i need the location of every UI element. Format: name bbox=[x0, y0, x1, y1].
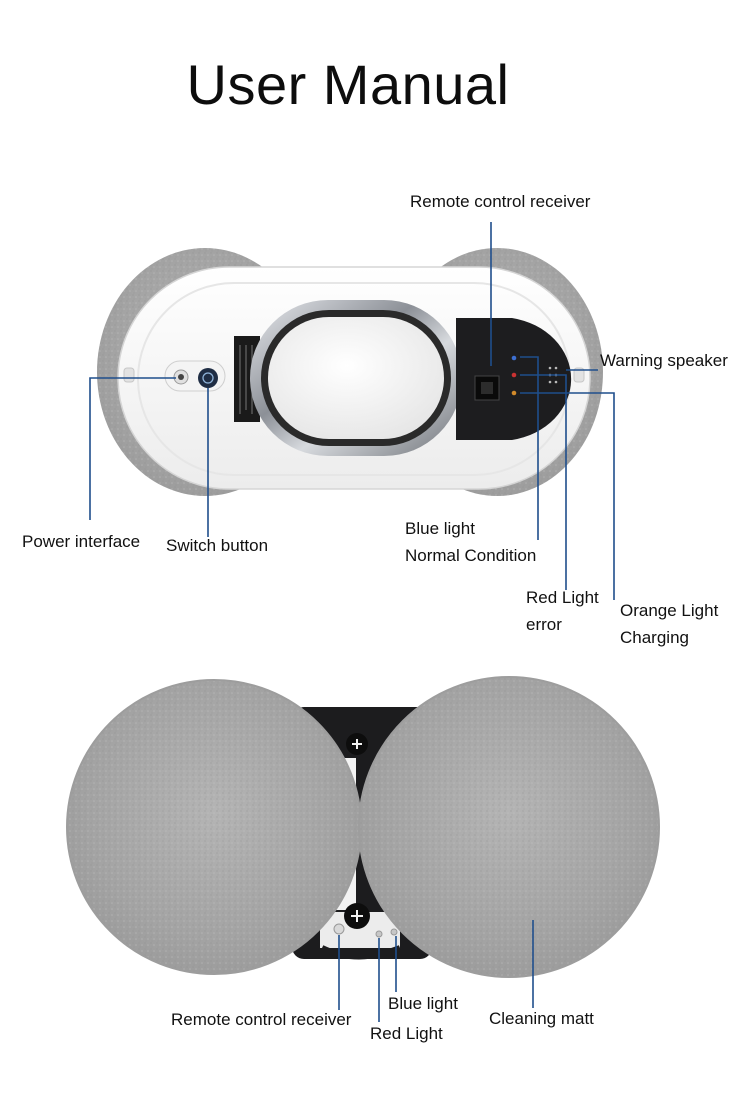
sensor-panel bbox=[456, 318, 572, 440]
label-blue-light-top: Blue light Normal Condition bbox=[405, 515, 536, 569]
label-remote-control-receiver-top: Remote control receiver bbox=[410, 192, 591, 211]
switch-button bbox=[198, 368, 218, 388]
label-cleaning-matt: Cleaning matt bbox=[489, 1009, 594, 1028]
label-red-light-desc: error bbox=[526, 615, 562, 634]
label-orange-light-desc: Charging bbox=[620, 628, 689, 647]
window-glass bbox=[268, 317, 444, 439]
label-switch-button: Switch button bbox=[166, 536, 269, 555]
bottom-red-light bbox=[375, 930, 383, 938]
label-orange-light-name: Orange Light bbox=[620, 601, 719, 620]
bottom-leader-lines bbox=[338, 920, 534, 1022]
bottom-blue-light bbox=[390, 928, 398, 936]
label-blue-light-bottom: Blue light bbox=[388, 994, 458, 1013]
label-blue-light-desc: Normal Condition bbox=[405, 546, 537, 565]
label-remote-control-receiver-bottom: Remote control receiver bbox=[171, 1010, 352, 1029]
top-robot-view bbox=[97, 248, 603, 496]
label-warning-speaker: Warning speaker bbox=[600, 351, 728, 370]
top-leader-lines bbox=[89, 222, 615, 600]
label-red-light-top: Red Light error bbox=[526, 584, 599, 638]
label-orange-light: Orange Light Charging bbox=[620, 597, 718, 651]
label-power-interface: Power interface bbox=[22, 532, 141, 551]
label-red-light-bottom: Red Light bbox=[370, 1024, 443, 1043]
bottom-remote-receiver bbox=[333, 923, 345, 935]
label-blue-light-name: Blue light bbox=[405, 519, 475, 538]
page-title: User Manual bbox=[186, 53, 510, 116]
bottom-robot-view bbox=[66, 676, 660, 978]
label-red-light-name: Red Light bbox=[526, 588, 599, 607]
